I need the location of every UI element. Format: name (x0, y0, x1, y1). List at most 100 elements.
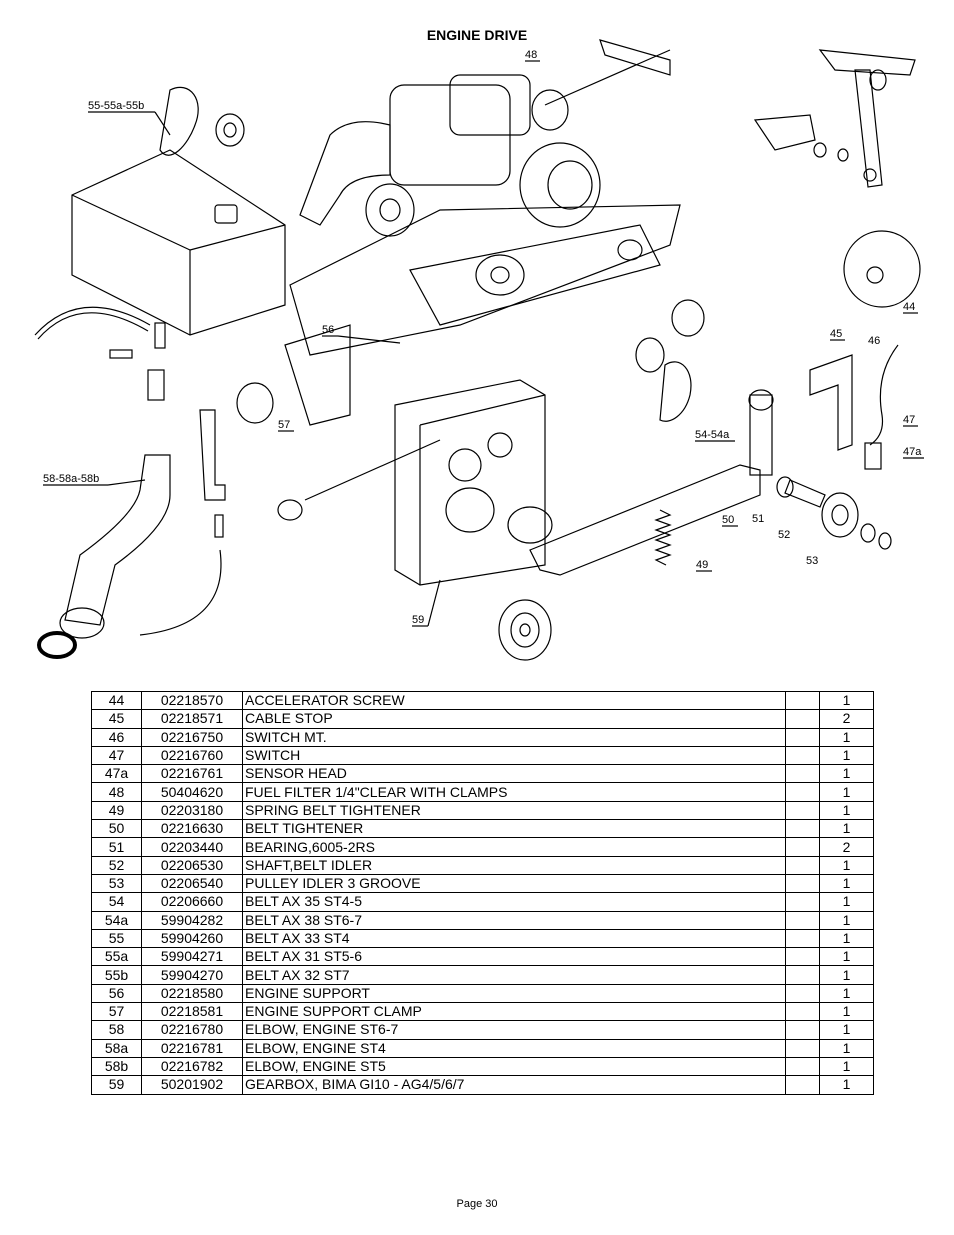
blank-cell (785, 727, 820, 747)
item-number-cell: 56 (91, 983, 142, 1004)
item-number-cell: 55b (91, 965, 142, 985)
description-cell: ELBOW, ENGINE ST6-7 (242, 1020, 786, 1040)
blank-cell (785, 947, 820, 967)
blank-cell (785, 855, 820, 875)
quantity-cell: 1 (819, 855, 874, 875)
item-number-cell: 53 (91, 873, 142, 894)
engine-drawing (299, 74, 601, 237)
quantity-cell: 1 (819, 800, 874, 821)
part-number-cell: 02203440 (141, 837, 243, 857)
part-number-cell: 02216780 (141, 1020, 243, 1040)
part-number-cell: 02216760 (141, 745, 243, 766)
quantity-cell: 1 (819, 782, 874, 802)
callout-54: 54-54a (695, 429, 730, 441)
part-number-cell: 02218580 (141, 983, 243, 1004)
blank-cell (785, 837, 820, 857)
callout-47a: 47a (903, 446, 922, 458)
callout-56: 56 (322, 324, 334, 336)
exploded-parts-diagram: 48 55-55a-55b 56 57 58-58a-58b 59 44 45 … (20, 25, 935, 670)
quantity-cell: 1 (819, 764, 874, 784)
elbow-drawing (37, 454, 222, 659)
item-number-cell: 54a (91, 910, 142, 930)
part-number-cell: 02203180 (141, 800, 243, 821)
description-cell: SENSOR HEAD (242, 764, 786, 784)
description-cell: BELT AX 32 ST7 (242, 965, 786, 985)
blank-cell (785, 910, 820, 930)
part-number-cell: 50404620 (141, 782, 243, 802)
blank-cell (785, 965, 820, 985)
blank-cell (785, 1002, 820, 1022)
item-number-cell: 47a (91, 764, 142, 784)
quantity-cell: 2 (819, 709, 874, 729)
idler-pulley-drawing (776, 476, 892, 550)
item-number-cell: 50 (91, 819, 142, 839)
description-cell: ELBOW, ENGINE ST5 (242, 1056, 786, 1077)
quantity-cell: 1 (819, 947, 874, 967)
quantity-cell: 1 (819, 873, 874, 894)
callout-45: 45 (830, 328, 842, 340)
description-cell: SWITCH MT. (242, 727, 786, 747)
belt-55-drawing (159, 86, 245, 156)
item-number-cell: 55a (91, 947, 142, 967)
quantity-cell: 1 (819, 1038, 874, 1058)
callout-58: 58-58a-58b (43, 473, 99, 485)
description-cell: ENGINE SUPPORT CLAMP (242, 1002, 786, 1022)
part-number-cell: 02216781 (141, 1038, 243, 1058)
part-number-cell: 02218570 (141, 690, 243, 711)
description-cell: BELT AX 33 ST4 (242, 928, 786, 949)
description-cell: BELT TIGHTENER (242, 819, 786, 839)
item-number-cell: 55 (91, 928, 142, 949)
part-number-cell: 02206540 (141, 873, 243, 894)
blank-cell (785, 745, 820, 766)
description-cell: ACCELERATOR SCREW (242, 690, 786, 711)
blank-cell (785, 709, 820, 729)
item-number-cell: 52 (91, 855, 142, 875)
description-cell: SPRING BELT TIGHTENER (242, 800, 786, 821)
item-number-cell: 58b (91, 1056, 142, 1077)
item-number-cell: 48 (91, 782, 142, 802)
belt-54-drawing (659, 361, 692, 422)
description-cell: GEARBOX, BIMA GI10 - AG4/5/6/7 (242, 1075, 786, 1095)
quantity-cell: 1 (819, 690, 874, 711)
blank-cell (785, 892, 820, 912)
description-cell: BELT AX 35 ST4-5 (242, 892, 786, 912)
fuel-tank-drawing (34, 149, 286, 340)
callout-51: 51 (752, 513, 764, 525)
quantity-cell: 1 (819, 983, 874, 1004)
item-number-cell: 58 (91, 1020, 142, 1040)
description-cell: CABLE STOP (242, 709, 786, 729)
description-cell: BELT AX 31 ST5-6 (242, 947, 786, 967)
part-number-cell: 59904260 (141, 928, 243, 949)
quantity-cell: 1 (819, 1056, 874, 1077)
accelerator-detail-drawing (843, 230, 921, 308)
description-cell: SHAFT,BELT IDLER (242, 855, 786, 875)
item-number-cell: 51 (91, 837, 142, 857)
part-number-cell: 50201902 (141, 1075, 243, 1095)
description-cell: PULLEY IDLER 3 GROOVE (242, 873, 786, 894)
blank-cell (785, 1056, 820, 1077)
part-number-cell: 02206660 (141, 892, 243, 912)
gearbox-drawing (394, 379, 553, 586)
quantity-cell: 1 (819, 892, 874, 912)
quantity-cell: 1 (819, 745, 874, 766)
item-number-cell: 57 (91, 1002, 142, 1022)
blank-cell (785, 764, 820, 784)
pulley-drawing (498, 599, 552, 661)
description-cell: FUEL FILTER 1/4"CLEAR WITH CLAMPS (242, 782, 786, 802)
quantity-cell: 1 (819, 928, 874, 949)
part-number-cell: 02216750 (141, 727, 243, 747)
